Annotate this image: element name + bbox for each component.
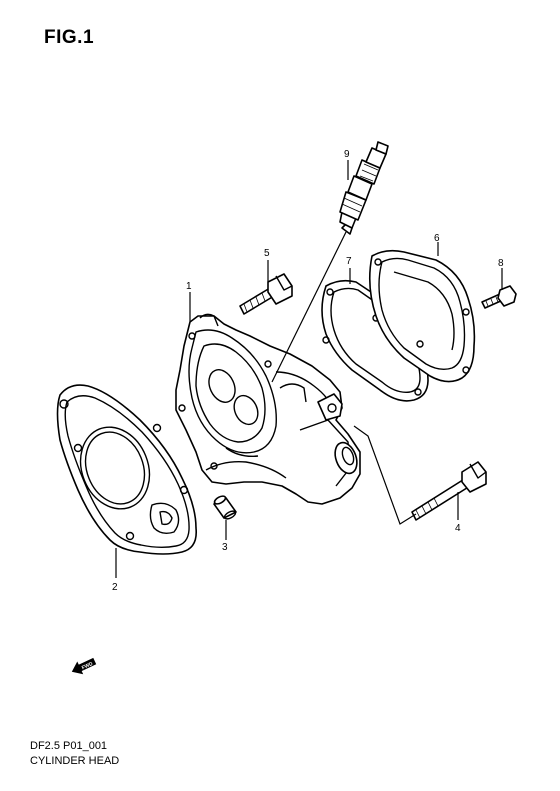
bolt-4 xyxy=(411,461,487,521)
cylinder-head xyxy=(175,313,361,505)
bolt-8 xyxy=(481,285,517,309)
callout-3: 3 xyxy=(222,542,228,553)
head-gasket xyxy=(56,384,198,555)
bolt-5 xyxy=(239,273,293,315)
leader-lines xyxy=(115,160,503,578)
spark-plug xyxy=(339,141,389,235)
callout-2: 2 xyxy=(112,582,118,593)
callout-1: 1 xyxy=(186,281,192,292)
fwd-label: FWD xyxy=(81,661,94,671)
figure-code: DF2.5 P01_001 xyxy=(30,740,108,752)
figure-title: FIG.1 xyxy=(44,27,95,48)
dowel-pin xyxy=(213,495,237,520)
callout-6: 6 xyxy=(434,233,440,244)
callout-5: 5 xyxy=(264,248,270,259)
figure-name: CYLINDER HEAD xyxy=(30,755,120,767)
callout-8: 8 xyxy=(498,258,504,269)
callout-9: 9 xyxy=(344,149,350,160)
cylinder-head-cover xyxy=(368,249,476,383)
callout-7: 7 xyxy=(346,256,352,267)
callout-4: 4 xyxy=(455,523,461,534)
fwd-arrow-icon: FWD xyxy=(71,657,97,675)
